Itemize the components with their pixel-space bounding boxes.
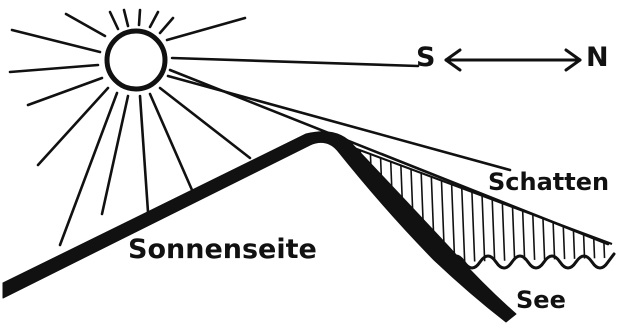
lake-wave	[448, 254, 614, 268]
sun-side-label: Sonnenseite	[128, 236, 317, 263]
mountain	[3, 132, 516, 322]
shadow-label: Schatten	[488, 170, 609, 194]
double-arrow-icon	[446, 50, 580, 70]
lake-label: See	[516, 288, 566, 312]
north-label: N	[586, 44, 609, 71]
south-label: S	[416, 44, 435, 71]
sun-disc	[107, 31, 165, 89]
